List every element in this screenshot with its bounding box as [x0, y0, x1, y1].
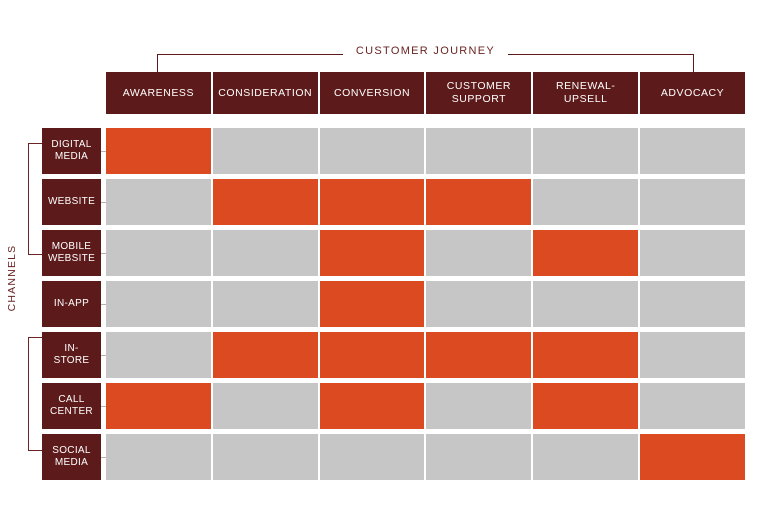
matrix-row-in-store: IN- STORE	[0, 332, 769, 378]
cell-digital-media-consideration[interactable]	[212, 128, 318, 174]
bracket-line-right	[508, 54, 694, 55]
bracket-tick-right	[693, 54, 694, 73]
channels-bracket-stub-bottom	[28, 450, 42, 451]
bracket-line-left	[157, 54, 343, 55]
cell-in-app-advocacy[interactable]	[640, 281, 745, 327]
cell-in-app-consideration[interactable]	[212, 281, 318, 327]
cell-in-store-advocacy[interactable]	[640, 332, 745, 378]
column-header-customer-support[interactable]: CUSTOMER SUPPORT	[426, 72, 532, 114]
column-header-advocacy[interactable]: ADVOCACY	[640, 72, 745, 114]
row-cells-in-store	[106, 332, 745, 378]
column-header-renewal-upsell[interactable]: RENEWAL- UPSELL	[533, 72, 639, 114]
cell-website-advocacy[interactable]	[640, 179, 745, 225]
row-label-mobile-website[interactable]: MOBILE WEBSITE	[42, 230, 101, 276]
row-cells-social-media	[106, 434, 745, 480]
matrix-row-website: WEBSITE	[0, 179, 769, 225]
cell-social-media-consideration[interactable]	[212, 434, 318, 480]
matrix-row-social-media: SOCIAL MEDIA	[0, 434, 769, 480]
cell-website-customer-support[interactable]	[426, 179, 532, 225]
channels-bracket-stub-mid-up	[28, 254, 42, 255]
cell-digital-media-customer-support[interactable]	[426, 128, 532, 174]
cell-call-center-consideration[interactable]	[212, 383, 318, 429]
cell-website-renewal-upsell[interactable]	[533, 179, 639, 225]
cell-call-center-awareness[interactable]	[106, 383, 211, 429]
matrix-row-in-app: IN-APP	[0, 281, 769, 327]
row-label-call-center[interactable]: CALL CENTER	[42, 383, 101, 429]
cell-in-app-conversion[interactable]	[319, 281, 425, 327]
column-header-conversion[interactable]: CONVERSION	[319, 72, 425, 114]
cell-social-media-conversion[interactable]	[319, 434, 425, 480]
row-label-social-media[interactable]: SOCIAL MEDIA	[42, 434, 101, 480]
channels-bracket-spine-upper	[28, 143, 29, 254]
cell-in-store-customer-support[interactable]	[426, 332, 532, 378]
cell-digital-media-renewal-upsell[interactable]	[533, 128, 639, 174]
column-header-awareness[interactable]: AWARENESS	[106, 72, 211, 114]
cell-in-store-conversion[interactable]	[319, 332, 425, 378]
row-cells-digital-media	[106, 128, 745, 174]
cell-in-store-renewal-upsell[interactable]	[533, 332, 639, 378]
customer-journey-label: CUSTOMER JOURNEY	[345, 45, 506, 57]
cell-call-center-conversion[interactable]	[319, 383, 425, 429]
column-header-consideration[interactable]: CONSIDERATION	[212, 72, 318, 114]
cell-website-consideration[interactable]	[212, 179, 318, 225]
row-label-in-app[interactable]: IN-APP	[42, 281, 101, 327]
row-label-digital-media[interactable]: DIGITAL MEDIA	[42, 128, 101, 174]
cell-website-awareness[interactable]	[106, 179, 211, 225]
cell-mobile-website-renewal-upsell[interactable]	[533, 230, 639, 276]
row-label-website[interactable]: WEBSITE	[42, 179, 101, 225]
cell-digital-media-advocacy[interactable]	[640, 128, 745, 174]
channels-bracket-stub-mid-dn	[28, 337, 42, 338]
cell-social-media-awareness[interactable]	[106, 434, 211, 480]
cell-social-media-advocacy[interactable]	[640, 434, 745, 480]
channels-bracket-stub-top	[28, 143, 42, 144]
cell-in-app-customer-support[interactable]	[426, 281, 532, 327]
cell-social-media-renewal-upsell[interactable]	[533, 434, 639, 480]
cell-website-conversion[interactable]	[319, 179, 425, 225]
cell-mobile-website-consideration[interactable]	[212, 230, 318, 276]
cell-in-app-awareness[interactable]	[106, 281, 211, 327]
customer-journey-bracket: CUSTOMER JOURNEY	[157, 45, 694, 73]
cell-mobile-website-conversion[interactable]	[319, 230, 425, 276]
matrix-row-mobile-website: MOBILE WEBSITE	[0, 230, 769, 276]
bracket-tick-left	[157, 54, 158, 73]
cell-call-center-advocacy[interactable]	[640, 383, 745, 429]
row-cells-in-app	[106, 281, 745, 327]
column-header-row: AWARENESS CONSIDERATION CONVERSION CUSTO…	[106, 72, 745, 114]
cell-digital-media-awareness[interactable]	[106, 128, 211, 174]
cell-in-store-consideration[interactable]	[212, 332, 318, 378]
row-cells-call-center	[106, 383, 745, 429]
channels-bracket-spine-lower	[28, 337, 29, 450]
cell-mobile-website-advocacy[interactable]	[640, 230, 745, 276]
row-label-in-store[interactable]: IN- STORE	[42, 332, 101, 378]
cell-social-media-customer-support[interactable]	[426, 434, 532, 480]
matrix-row-call-center: CALL CENTER	[0, 383, 769, 429]
cell-in-store-awareness[interactable]	[106, 332, 211, 378]
row-cells-mobile-website	[106, 230, 745, 276]
row-cells-website	[106, 179, 745, 225]
cell-mobile-website-awareness[interactable]	[106, 230, 211, 276]
cell-mobile-website-customer-support[interactable]	[426, 230, 532, 276]
matrix-row-digital-media: DIGITAL MEDIA	[0, 128, 769, 174]
cell-call-center-renewal-upsell[interactable]	[533, 383, 639, 429]
cell-digital-media-conversion[interactable]	[319, 128, 425, 174]
cell-call-center-customer-support[interactable]	[426, 383, 532, 429]
cell-in-app-renewal-upsell[interactable]	[533, 281, 639, 327]
